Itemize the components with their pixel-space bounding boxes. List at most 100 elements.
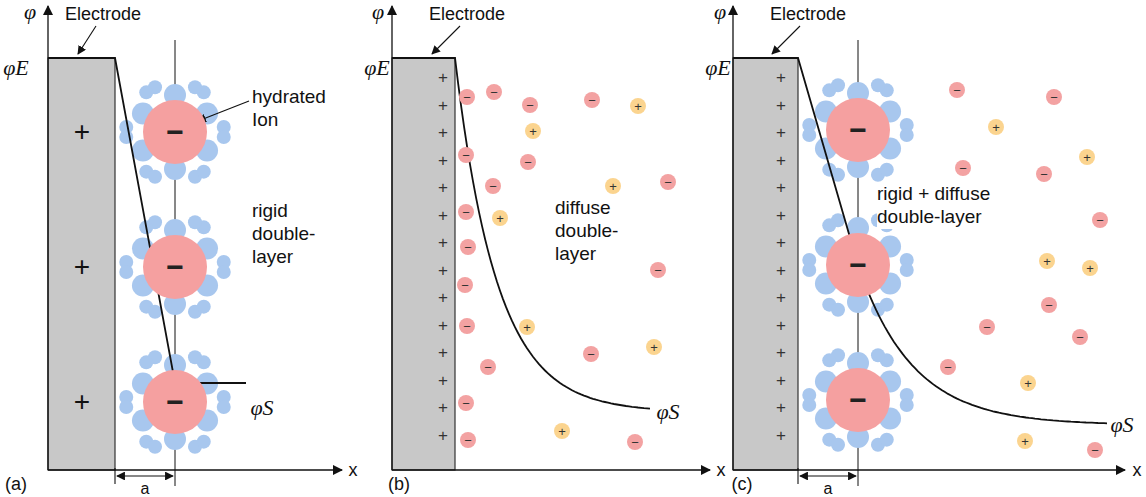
cation: + <box>519 319 535 335</box>
charge-sign: + <box>646 339 662 355</box>
charge-sign: + <box>988 119 1004 135</box>
anion: − <box>480 359 496 375</box>
charge-sign: + <box>438 426 448 446</box>
charge-sign: + <box>776 343 786 363</box>
region-label: rigid + diffuse double-layer <box>877 183 995 229</box>
ion-fill <box>459 89 475 105</box>
text-label: (b) <box>388 474 410 495</box>
charge-sign: + <box>776 151 786 171</box>
anion: − <box>458 204 474 220</box>
charge-sign: − <box>485 178 501 194</box>
ion-fill <box>650 262 666 278</box>
charge-sign: − <box>955 160 971 176</box>
text-label: Electrode <box>65 4 141 25</box>
hydrogen-atom <box>802 398 816 412</box>
ion-fill <box>1046 89 1062 105</box>
charge-sign: + <box>74 116 90 148</box>
charge-sign: − <box>1046 89 1062 105</box>
hydrogen-atom <box>822 353 836 367</box>
charge-sign: + <box>438 68 448 88</box>
ion-fill <box>630 98 646 114</box>
ion-fill <box>519 319 535 335</box>
charge-sign: + <box>438 371 448 391</box>
potential-curves <box>48 58 1107 423</box>
ion-fill <box>660 174 676 190</box>
symbol-label: φS <box>250 395 273 420</box>
anion: − <box>979 319 995 335</box>
hydrogen-atom <box>822 83 836 97</box>
charge-sign: + <box>1020 375 1036 391</box>
charge-sign: − <box>143 235 207 299</box>
charge-sign: + <box>776 123 786 143</box>
symbol-label: φ <box>372 0 384 25</box>
ion-fill <box>480 359 496 375</box>
ion-fill <box>525 123 541 139</box>
ion-fill <box>143 235 207 299</box>
charge-sign: + <box>492 210 508 226</box>
hydrogen-atom <box>197 165 211 179</box>
charge-sign: − <box>627 434 643 450</box>
anion: − <box>584 92 600 108</box>
anion: − <box>460 432 476 448</box>
ion-fill <box>486 84 502 100</box>
hydrated-ion: − <box>143 235 207 299</box>
charge-sign: + <box>776 178 786 198</box>
region-label: diffuse double-layer <box>555 197 637 265</box>
hydrogen-atom <box>802 263 816 277</box>
hydrogen-atom <box>119 265 133 279</box>
text-label: Electrode <box>429 4 505 25</box>
cation: + <box>988 119 1004 135</box>
charge-sign: − <box>520 154 536 170</box>
charge-sign: + <box>519 319 535 335</box>
charge-sign: − <box>583 346 599 362</box>
charge-sign: + <box>438 206 448 226</box>
charge-sign: + <box>525 123 541 139</box>
charge-sign: − <box>522 97 538 113</box>
anion: − <box>1092 212 1108 228</box>
charge-sign: − <box>1087 442 1103 458</box>
ion-fill <box>1036 166 1052 182</box>
anion: − <box>458 147 474 163</box>
potential-curve <box>392 58 650 409</box>
charge-sign: − <box>1036 166 1052 182</box>
charge-sign: + <box>776 68 786 88</box>
charge-sign: − <box>459 318 475 334</box>
ion-fill <box>1039 253 1055 269</box>
anion: − <box>1036 166 1052 182</box>
hydrogen-atom <box>188 80 202 94</box>
charge-sign: + <box>438 398 448 418</box>
ion-fill <box>646 339 662 355</box>
ion-fill <box>460 432 476 448</box>
ion-fill <box>826 98 890 162</box>
charge-sign: − <box>979 319 995 335</box>
ion-fill <box>1017 433 1033 449</box>
ion-fill <box>143 370 207 434</box>
charge-sign: − <box>826 233 890 297</box>
electrode <box>733 58 798 470</box>
anion: − <box>1072 329 1088 345</box>
hydrogen-atom <box>197 300 211 314</box>
ion-fill <box>979 319 995 335</box>
anion: − <box>486 84 502 100</box>
text-label: x <box>717 460 726 481</box>
charge-sign: + <box>438 178 448 198</box>
charge-sign: + <box>776 288 786 308</box>
anion: − <box>458 395 474 411</box>
text-label: x <box>1133 460 1142 481</box>
charge-sign: − <box>486 84 502 100</box>
hydrogen-atom <box>900 263 914 277</box>
ion-fill <box>520 154 536 170</box>
cation: + <box>646 339 662 355</box>
charge-sign: + <box>438 151 448 171</box>
hydrated-ion: − <box>826 98 890 162</box>
charge-sign: − <box>458 147 474 163</box>
cation: + <box>1020 375 1036 391</box>
charge-sign: − <box>1092 212 1108 228</box>
ion-fill <box>826 368 890 432</box>
anion: − <box>485 178 501 194</box>
ion-fill <box>485 178 501 194</box>
electrode <box>48 58 115 470</box>
region-label: rigid double-layer <box>252 200 334 268</box>
anion: − <box>650 262 666 278</box>
dimension-label: a <box>141 480 150 497</box>
